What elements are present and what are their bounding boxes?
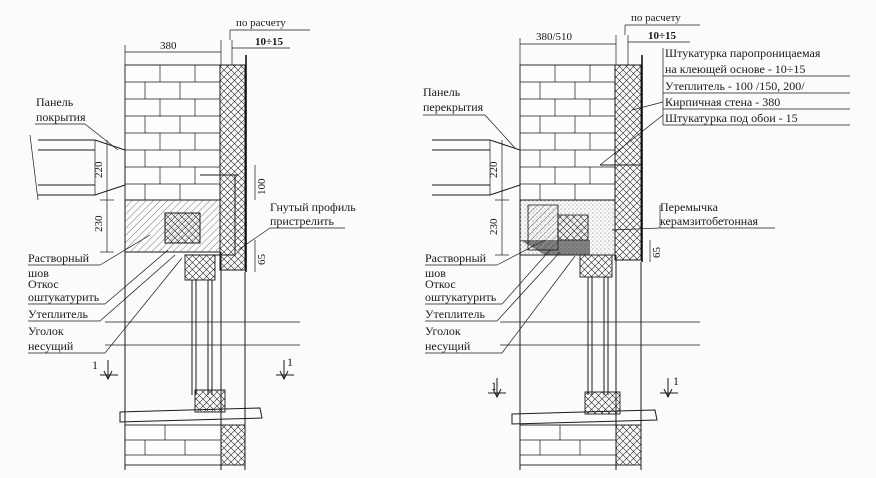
right-label-joint-2: шов <box>425 266 446 280</box>
right-section-mark-a: 1 <box>491 379 497 393</box>
right-dim-plaster: по расчету <box>631 12 681 24</box>
right-label-joint-1: Растворный <box>425 251 487 265</box>
right-window <box>511 254 658 425</box>
right-layer-leaders <box>599 48 850 166</box>
right-layer-wallpaper-plaster: Штукатурка под обои - 15 <box>665 111 798 125</box>
right-label-panel-2: перекрытия <box>423 100 484 114</box>
right-brick-wall <box>519 64 616 201</box>
left-label-angle-1: Уголок <box>28 324 64 338</box>
left-wall-lines <box>105 252 300 470</box>
right-dim-lintel: 230 <box>488 218 500 235</box>
left-leaders <box>28 123 345 354</box>
left-dim-plaster-value: 10÷15 <box>255 36 284 48</box>
left-label-angle-2: несущий <box>28 339 74 353</box>
right-detail: 380/510 по расчету 10÷15 220 230 65 Штук… <box>423 12 850 470</box>
left-section-marks <box>100 360 294 381</box>
left-label-insulation: Утеплитель <box>28 307 88 321</box>
right-layer-plaster-1: Штукатурка паропроницаемая <box>665 46 821 60</box>
right-dim-wall: 380/510 <box>536 31 573 43</box>
left-window <box>119 254 263 423</box>
left-dim-100: 100 <box>256 178 268 195</box>
left-label-joint-1: Растворный <box>28 251 90 265</box>
left-dim-lintel: 230 <box>93 215 105 232</box>
left-section-mark-b: 1 <box>287 355 293 369</box>
right-layer-brick: Кирпичная стена - 380 <box>665 95 780 109</box>
right-label-lintel-2: керамзитобетонная <box>660 214 759 228</box>
left-label-slope-2: оштукатурить <box>28 290 100 304</box>
left-section-mark-a: 1 <box>92 358 98 372</box>
right-dim-plaster-value: 10÷15 <box>648 30 677 42</box>
right-layer-insulation: Утеплитель - 100 /150, 200/ <box>665 79 805 93</box>
left-slab-panel <box>29 134 126 201</box>
left-label-panel-1: Панель <box>36 95 74 109</box>
left-label-profile-1: Гнутый профиль <box>270 200 356 214</box>
right-label-lintel-1: Перемычка <box>660 200 719 214</box>
left-dimensions <box>100 29 310 272</box>
left-dim-plaster: по расчету <box>236 17 286 29</box>
left-dim-65: 65 <box>256 254 268 266</box>
right-label-slope-1: Откос <box>425 277 456 291</box>
left-label-profile-2: пристрелить <box>270 214 335 228</box>
right-label-angle-1: Уголок <box>425 324 461 338</box>
right-section-marks <box>488 378 678 399</box>
right-label-insulation: Утеплитель <box>425 307 485 321</box>
left-dim-slab: 220 <box>93 161 105 178</box>
right-label-slope-2: оштукатурить <box>425 290 497 304</box>
right-dimensions <box>495 24 700 262</box>
left-dim-wall: 380 <box>160 40 177 52</box>
left-lintel <box>124 174 238 256</box>
left-brick-wall <box>124 64 221 201</box>
right-leaders <box>423 114 775 354</box>
left-label-slope-1: Откос <box>28 277 59 291</box>
right-wall-lines <box>500 255 700 470</box>
right-slab-panel <box>432 139 521 196</box>
left-label-joint-2: шов <box>28 266 49 280</box>
left-label-panel-2: покрытия <box>36 110 86 124</box>
right-layer-plaster-2: на клеющей основе - 10÷15 <box>665 62 805 76</box>
left-insulation-layer <box>219 64 246 271</box>
right-insulation-layer <box>614 64 642 261</box>
right-label-angle-2: несущий <box>425 339 471 353</box>
right-section-mark-b: 1 <box>673 374 679 388</box>
right-dim-slab: 220 <box>488 161 500 178</box>
right-label-panel-1: Панель <box>423 85 461 99</box>
left-detail: 380 по расчету 10÷15 220 230 100 65 Пане… <box>28 17 356 470</box>
right-dim-65: 65 <box>651 247 663 259</box>
